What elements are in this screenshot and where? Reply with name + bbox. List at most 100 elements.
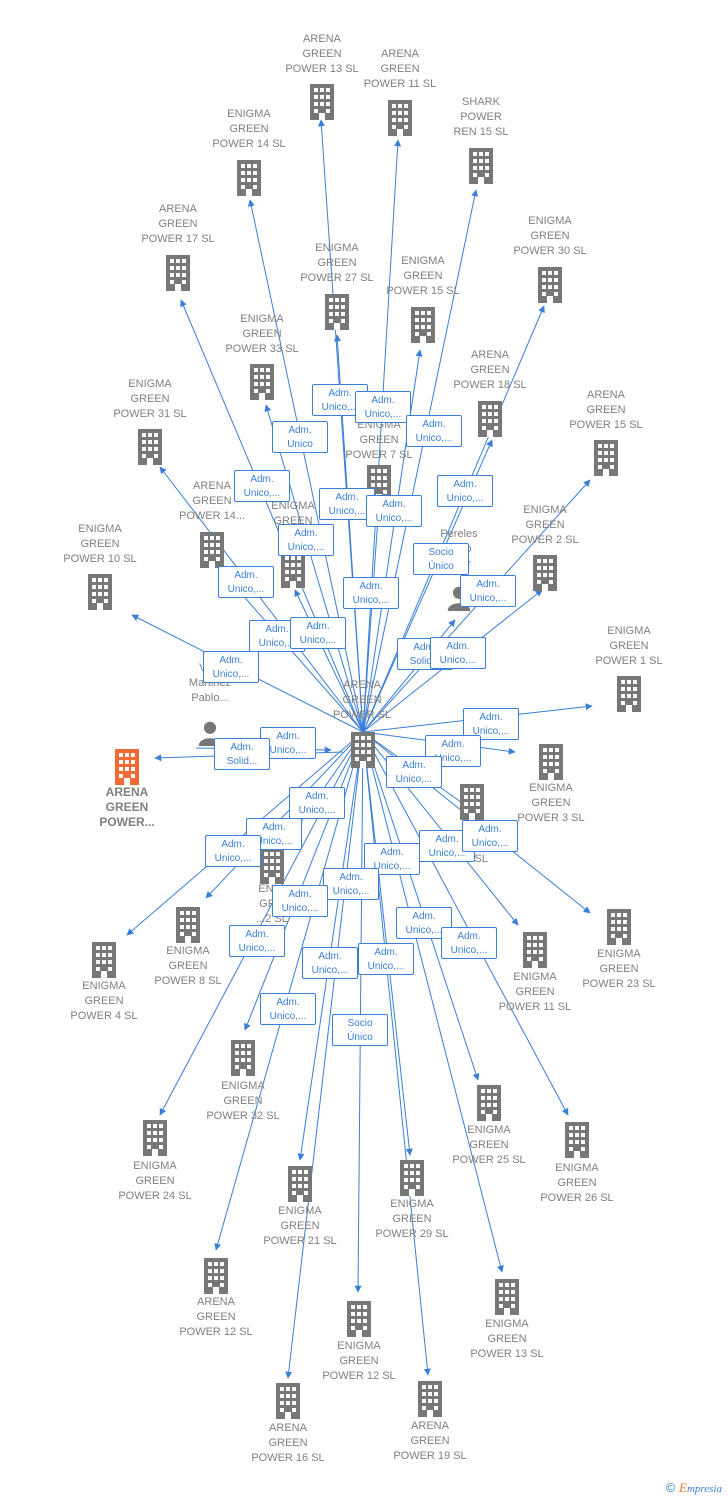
building-icon[interactable] <box>88 574 112 610</box>
building-icon[interactable] <box>539 744 563 780</box>
building-icon[interactable] <box>607 909 631 945</box>
building-icon[interactable] <box>460 784 484 820</box>
building-icon[interactable] <box>204 1258 228 1294</box>
relation-label[interactable]: Adm.Unico,... <box>290 617 346 649</box>
relation-label[interactable]: Adm.Unico,... <box>358 943 414 975</box>
relation-label[interactable]: Adm.Unico,... <box>203 651 259 683</box>
building-icon[interactable] <box>533 555 557 591</box>
relation-label[interactable]: Adm.Unico,... <box>323 868 379 900</box>
relation-label[interactable]: Adm.Unico,... <box>218 566 274 598</box>
relation-label[interactable]: Adm.Unico,... <box>343 577 399 609</box>
building-icon[interactable] <box>388 100 412 136</box>
building-icon[interactable] <box>325 294 349 330</box>
building-icon[interactable] <box>276 1383 300 1419</box>
building-icon[interactable] <box>478 401 502 437</box>
relation-label[interactable]: Adm.Unico,... <box>406 415 462 447</box>
relation-label[interactable]: Adm.Unico,... <box>272 885 328 917</box>
relation-label[interactable]: Adm.Solid... <box>214 738 270 770</box>
relation-label[interactable]: Adm.Unico,... <box>229 925 285 957</box>
building-icon[interactable] <box>565 1122 589 1158</box>
building-icon[interactable] <box>411 307 435 343</box>
building-icon[interactable] <box>351 732 375 768</box>
relation-label[interactable]: Adm.Unico <box>272 421 328 453</box>
relation-label[interactable]: Adm.Unico,... <box>319 488 375 520</box>
relation-label[interactable]: Adm.Unico,... <box>463 708 519 740</box>
building-icon[interactable] <box>538 267 562 303</box>
building-icon[interactable] <box>143 1120 167 1156</box>
relation-label[interactable]: Adm.Unico,... <box>278 524 334 556</box>
building-icon[interactable] <box>523 932 547 968</box>
building-icon[interactable] <box>176 907 200 943</box>
building-icon[interactable] <box>115 749 139 785</box>
building-icon[interactable] <box>237 160 261 196</box>
building-icon[interactable] <box>200 532 224 568</box>
building-icon[interactable] <box>92 942 116 978</box>
relation-label[interactable]: Adm.Unico,... <box>386 756 442 788</box>
relation-label[interactable]: Adm.Unico,... <box>260 993 316 1025</box>
building-icon[interactable] <box>347 1301 371 1337</box>
relation-label[interactable]: Adm.Unico,... <box>355 391 411 423</box>
building-icon[interactable] <box>288 1166 312 1202</box>
building-icon[interactable] <box>469 148 493 184</box>
relation-label[interactable]: Adm.Unico,... <box>289 787 345 819</box>
relation-label[interactable]: Adm.Unico,... <box>205 835 261 867</box>
relation-label[interactable]: Adm.Unico,... <box>430 637 486 669</box>
copyright-mark[interactable]: © Empresia <box>666 1480 722 1496</box>
building-icon[interactable] <box>166 255 190 291</box>
relation-label[interactable]: Adm.Unico,... <box>437 475 493 507</box>
building-icon[interactable] <box>138 429 162 465</box>
relation-label[interactable]: Adm.Unico,... <box>441 927 497 959</box>
relation-label[interactable]: Adm.Unico,... <box>366 495 422 527</box>
building-icon[interactable] <box>260 848 284 884</box>
relation-label[interactable]: Adm.Unico,... <box>234 470 290 502</box>
building-icon[interactable] <box>281 552 305 588</box>
building-icon[interactable] <box>617 676 641 712</box>
building-icon[interactable] <box>310 84 334 120</box>
building-icon[interactable] <box>495 1279 519 1315</box>
relation-label[interactable]: Adm.Unico,... <box>460 575 516 607</box>
building-icon[interactable] <box>418 1381 442 1417</box>
relation-label[interactable]: Adm.Unico,... <box>462 820 518 852</box>
building-icon[interactable] <box>477 1085 501 1121</box>
building-icon[interactable] <box>231 1040 255 1076</box>
building-icon[interactable] <box>250 364 274 400</box>
building-icon[interactable] <box>594 440 618 476</box>
relation-label[interactable]: Adm.Unico,... <box>302 947 358 979</box>
